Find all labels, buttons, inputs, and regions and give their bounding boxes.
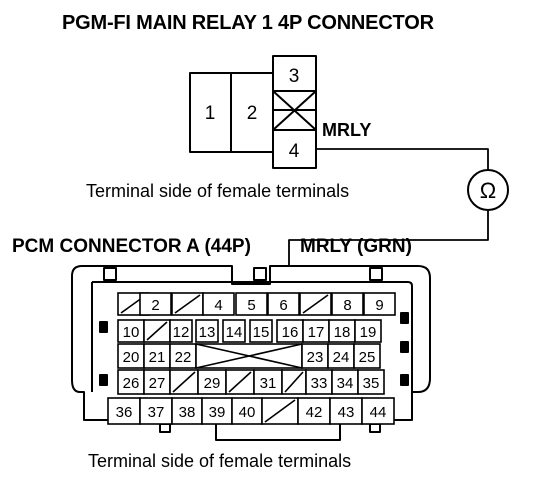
relay-pin: 3 [289,66,300,87]
pcm-pin-cell [139,397,173,425]
pcm-pin-number: 10 [123,324,140,341]
pcm-pin-cell [107,397,141,425]
relay-pin: 1 [205,103,216,124]
pcm-connector-caption: Terminal side of female terminals [88,451,352,471]
pcm-pin-number: 14 [226,324,243,341]
pcm-pin-number: 25 [359,349,376,366]
pcm-pin-number: 12 [173,324,190,341]
pcm-pin-cell [195,319,219,343]
pcm-pin-number: 33 [311,375,328,392]
pcm-pin-number: 18 [334,324,351,341]
pcm-pin-number: 5 [247,297,255,314]
pcm-pin-number: 8 [343,297,351,314]
pcm-pin-cell [117,343,145,369]
pcm-pin-number: 35 [363,375,380,392]
pcm-pin-number: 36 [116,404,133,421]
pcm-pin-number: 34 [337,375,354,392]
pcm-pin-number: 31 [260,375,277,392]
pcm-pin-blank-mark [146,321,168,341]
pcm-pin-cell [169,343,197,369]
pcm-pin-cell [253,369,283,395]
pcm-pin-number: 17 [308,324,325,341]
ohmmeter-symbol: Ω [480,178,496,203]
pcm-pin-cell [201,397,233,425]
pcm-pin-number: 16 [282,324,299,341]
pcm-pin-number: 26 [123,375,140,392]
pcm-pin-cell [331,292,364,316]
pcm-pin-number: 42 [306,404,323,421]
relay-pin: 4 [289,141,300,162]
pcm-pin-number: 24 [333,349,350,366]
pcm-pin-number: 29 [204,375,221,392]
pcm-pin-blank-mark [195,343,303,369]
pcm-pin-cell [353,343,381,369]
relay-pin-blank [272,90,317,131]
pcm-pin-cell [267,292,300,316]
pcm-pin-blank-mark [302,294,329,314]
ohmmeter-icon [467,169,509,211]
pcm-pin-cell [117,369,145,395]
pcm-pin-blank-mark [228,371,252,393]
relay-wire-label: MRLY [322,120,372,140]
pcm-pin-cell [301,343,329,369]
pcm-pin-cell [354,319,382,343]
pcm-pin-number: 22 [175,349,192,366]
pcm-pin-blank-mark [264,399,296,423]
pcm-pin-number: 2 [151,297,159,314]
pcm-pin-cell [202,292,235,316]
pcm-pin-number: 20 [123,349,140,366]
pcm-pin-number: 9 [375,297,383,314]
pcm-pin-cell [197,369,227,395]
pcm-pin-cell [363,292,396,316]
relay-pin: 2 [247,103,258,124]
pcm-pin-number: 19 [360,324,377,341]
pcm-pin-number: 43 [338,404,355,421]
pcm-pin-number: 38 [179,404,196,421]
pcm-pin-number: 44 [370,404,387,421]
test-lead-wire [288,148,489,284]
pcm-pin-blank-mark [172,371,196,393]
pcm-pin-cell [329,397,363,425]
pcm-pin-number: 39 [209,404,226,421]
pcm-pin-cell [143,343,171,369]
pcm-pin-cell [222,319,246,343]
pcm-pin-cell [357,369,385,395]
pcm-pin-number: 4 [214,297,222,314]
pcm-connector-title: PCM CONNECTOR A (44P) [12,236,251,257]
pcm-pin-blank-mark [284,371,304,393]
pcm-pin-number: 21 [149,349,166,366]
pcm-pin-number: 23 [307,349,324,366]
pcm-pin-number: 13 [199,324,216,341]
relay-connector-body [189,55,317,169]
pcm-signal-label: MRLY (GRN) [300,236,412,257]
pcm-pin-number: 27 [149,375,166,392]
relay-connector-title: PGM-FI MAIN RELAY 1 4P CONNECTOR [62,12,434,34]
pcm-pin-cell [249,319,273,343]
pcm-pin-number: 6 [279,297,287,314]
pcm-pin-number: 40 [239,404,256,421]
pcm-pin-number: 15 [253,324,270,341]
pcm-pin-cell [235,292,268,316]
pcm-pin-blank-mark [174,294,201,314]
pcm-pin-cell [139,292,172,316]
pcm-pin-cell [169,319,193,343]
pcm-pin-cell [361,397,395,425]
pcm-pin-cell [143,369,171,395]
relay-connector-caption: Terminal side of female terminals [86,181,350,201]
pcm-pin-number: 37 [148,404,165,421]
